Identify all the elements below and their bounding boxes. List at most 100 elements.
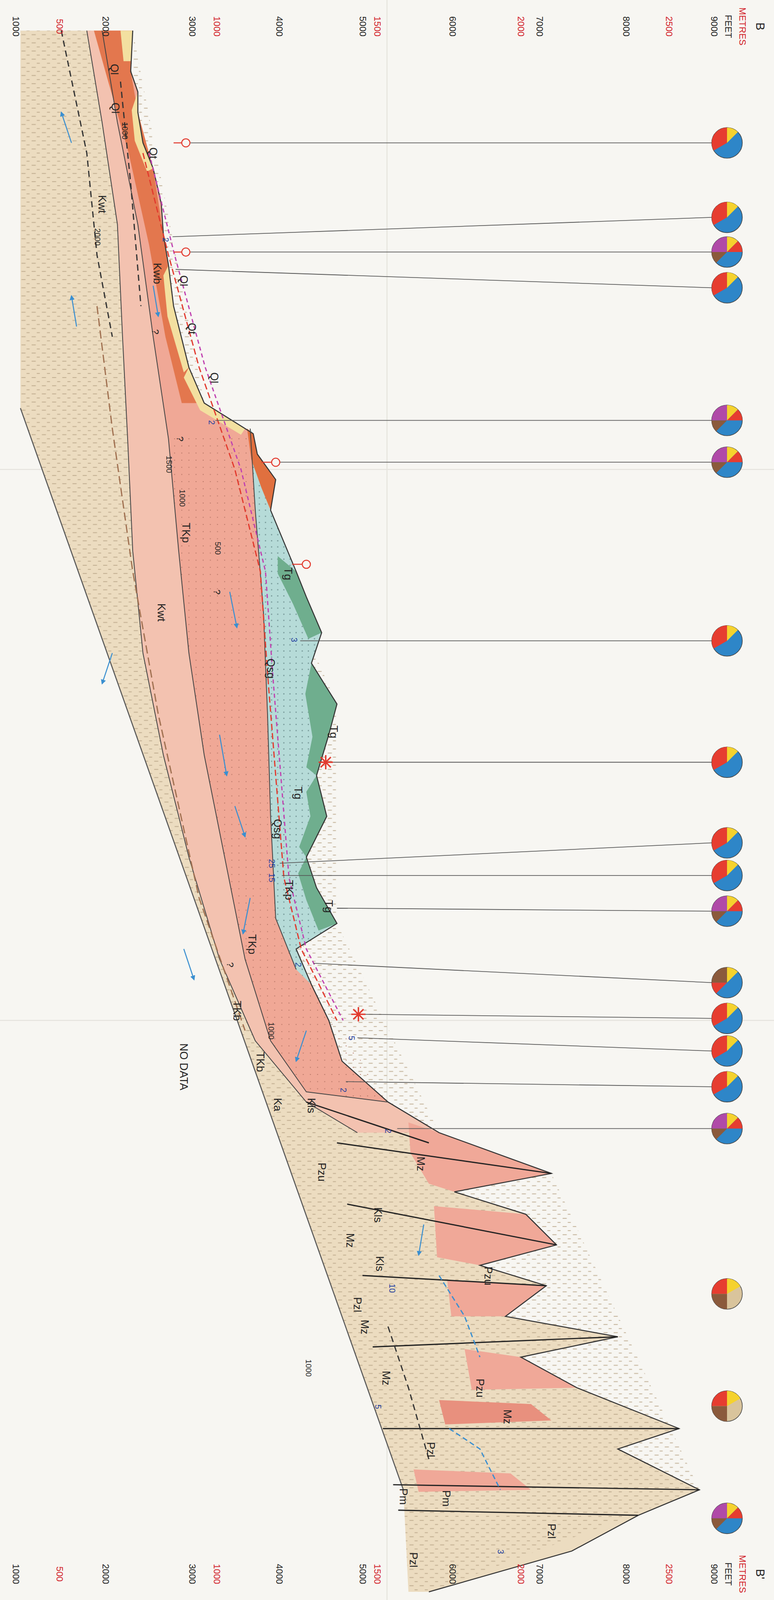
faults xyxy=(306,1102,700,1516)
faults xyxy=(372,1336,619,1347)
axis-label: ? xyxy=(225,962,235,968)
axis-label: B xyxy=(753,22,766,31)
axis-label: 9000 xyxy=(708,16,719,37)
well-number: 2 xyxy=(294,962,303,968)
axis-label: METRES xyxy=(737,7,748,46)
leader-lines xyxy=(365,1014,712,1019)
axis-label: 3000 xyxy=(187,16,197,37)
ql-unit xyxy=(120,30,133,62)
leader-lines xyxy=(175,269,712,288)
unit-label: Tg xyxy=(323,900,335,914)
well-symbols xyxy=(181,247,191,257)
flow-arrows xyxy=(102,653,113,684)
flow-arrows xyxy=(183,949,194,980)
unit-label: Ka xyxy=(272,1098,284,1112)
mz-unit xyxy=(447,1280,547,1317)
unit-label: Pzl xyxy=(351,1297,363,1313)
potentiometric-lines xyxy=(387,1326,429,1460)
axis-label: 2000 xyxy=(100,16,110,37)
well-number: 2 xyxy=(338,1088,348,1093)
well-symbols xyxy=(292,563,303,565)
axis-label: FEET xyxy=(723,15,733,39)
contact-lines xyxy=(86,30,388,1133)
unit-label: Pm xyxy=(397,1488,409,1506)
unit-label: Ql xyxy=(109,102,122,114)
leader-lines xyxy=(172,142,713,1129)
flow-arrows xyxy=(71,295,77,327)
well-symbols xyxy=(173,251,182,253)
well-number: 15 xyxy=(267,873,276,883)
leader-lines xyxy=(313,963,713,984)
axis-label: 1500 xyxy=(164,455,173,474)
well-number: 2 xyxy=(160,237,170,243)
unit-label: Tg xyxy=(292,786,304,800)
unit-label: Pzu xyxy=(482,1266,494,1286)
leader-lines xyxy=(336,908,712,912)
faults xyxy=(306,1102,429,1144)
unit-label: Mz xyxy=(380,1371,392,1386)
axis-label: 1000 xyxy=(10,16,21,37)
flow-arrows xyxy=(234,806,245,837)
unit-label: Qsg xyxy=(272,819,284,840)
pie-charts xyxy=(711,1071,743,1103)
unit-label: Kls xyxy=(371,1207,384,1223)
mz-unit xyxy=(438,1400,552,1425)
axis-label: FEET xyxy=(723,1563,733,1587)
axis-label: ? xyxy=(175,436,185,442)
well-number: 3 xyxy=(495,1549,505,1555)
pie-charts xyxy=(711,272,743,304)
pie-charts xyxy=(711,447,743,478)
well-number: 10 xyxy=(387,1284,397,1294)
unit-label: Pzl xyxy=(407,1552,420,1568)
axis-label: 7000 xyxy=(534,1564,544,1585)
mz-unit xyxy=(408,1122,552,1192)
mz-unit xyxy=(413,1469,532,1492)
axis-label: 1000 xyxy=(120,122,129,140)
unit-label: Qt xyxy=(186,323,198,335)
unit-label: Mz xyxy=(501,1409,514,1425)
axis-label: 5000 xyxy=(357,1564,368,1585)
axis-label: 9000 xyxy=(708,1564,719,1585)
fold-lines xyxy=(0,1020,774,1022)
axis-label: 2500 xyxy=(664,16,674,37)
data-limit-line xyxy=(20,408,404,1491)
pie-charts xyxy=(711,860,743,892)
kwt-unit xyxy=(20,30,700,1593)
axis-label: 2000 xyxy=(100,1564,110,1585)
unit-label: Mz xyxy=(414,1156,427,1172)
well-symbols xyxy=(173,142,182,144)
well-symbols xyxy=(318,755,333,770)
unit-label: TKp xyxy=(283,880,295,901)
unit-label: Kls xyxy=(305,1098,318,1114)
axis-label: 3000 xyxy=(187,1564,197,1585)
orange-unit xyxy=(247,428,276,511)
pie-charts xyxy=(711,1391,743,1422)
axis-label: 6000 xyxy=(447,1564,458,1585)
well-number: 25 xyxy=(267,859,276,869)
qsg-texture xyxy=(250,428,337,985)
axis-label: 500 xyxy=(213,541,222,555)
potentiometric-lines xyxy=(143,153,338,1021)
unit-label: TKp xyxy=(246,934,258,955)
faults xyxy=(382,1428,680,1430)
potentiometric-lines xyxy=(120,81,141,307)
axis-label: 2000 xyxy=(92,228,102,246)
unit-label: Kwb xyxy=(151,263,163,285)
unit-label: Kwt xyxy=(96,195,108,214)
contact-lines xyxy=(102,30,388,1103)
axis-label: 8000 xyxy=(621,16,631,37)
flow-arrows xyxy=(219,734,228,776)
leader-lines xyxy=(279,843,713,864)
well-symbols xyxy=(261,461,272,463)
faults xyxy=(398,1510,639,1516)
pie-charts xyxy=(711,827,743,859)
pie-charts xyxy=(711,201,743,233)
potentiometric-lines xyxy=(149,153,344,1021)
geologic-units xyxy=(20,30,700,1593)
axis-label: METRES xyxy=(737,1555,748,1594)
leader-lines xyxy=(300,640,713,642)
axis-label: 1500 xyxy=(371,16,382,37)
axis-label: 4000 xyxy=(273,1564,284,1585)
flow-arrows xyxy=(61,112,424,1256)
